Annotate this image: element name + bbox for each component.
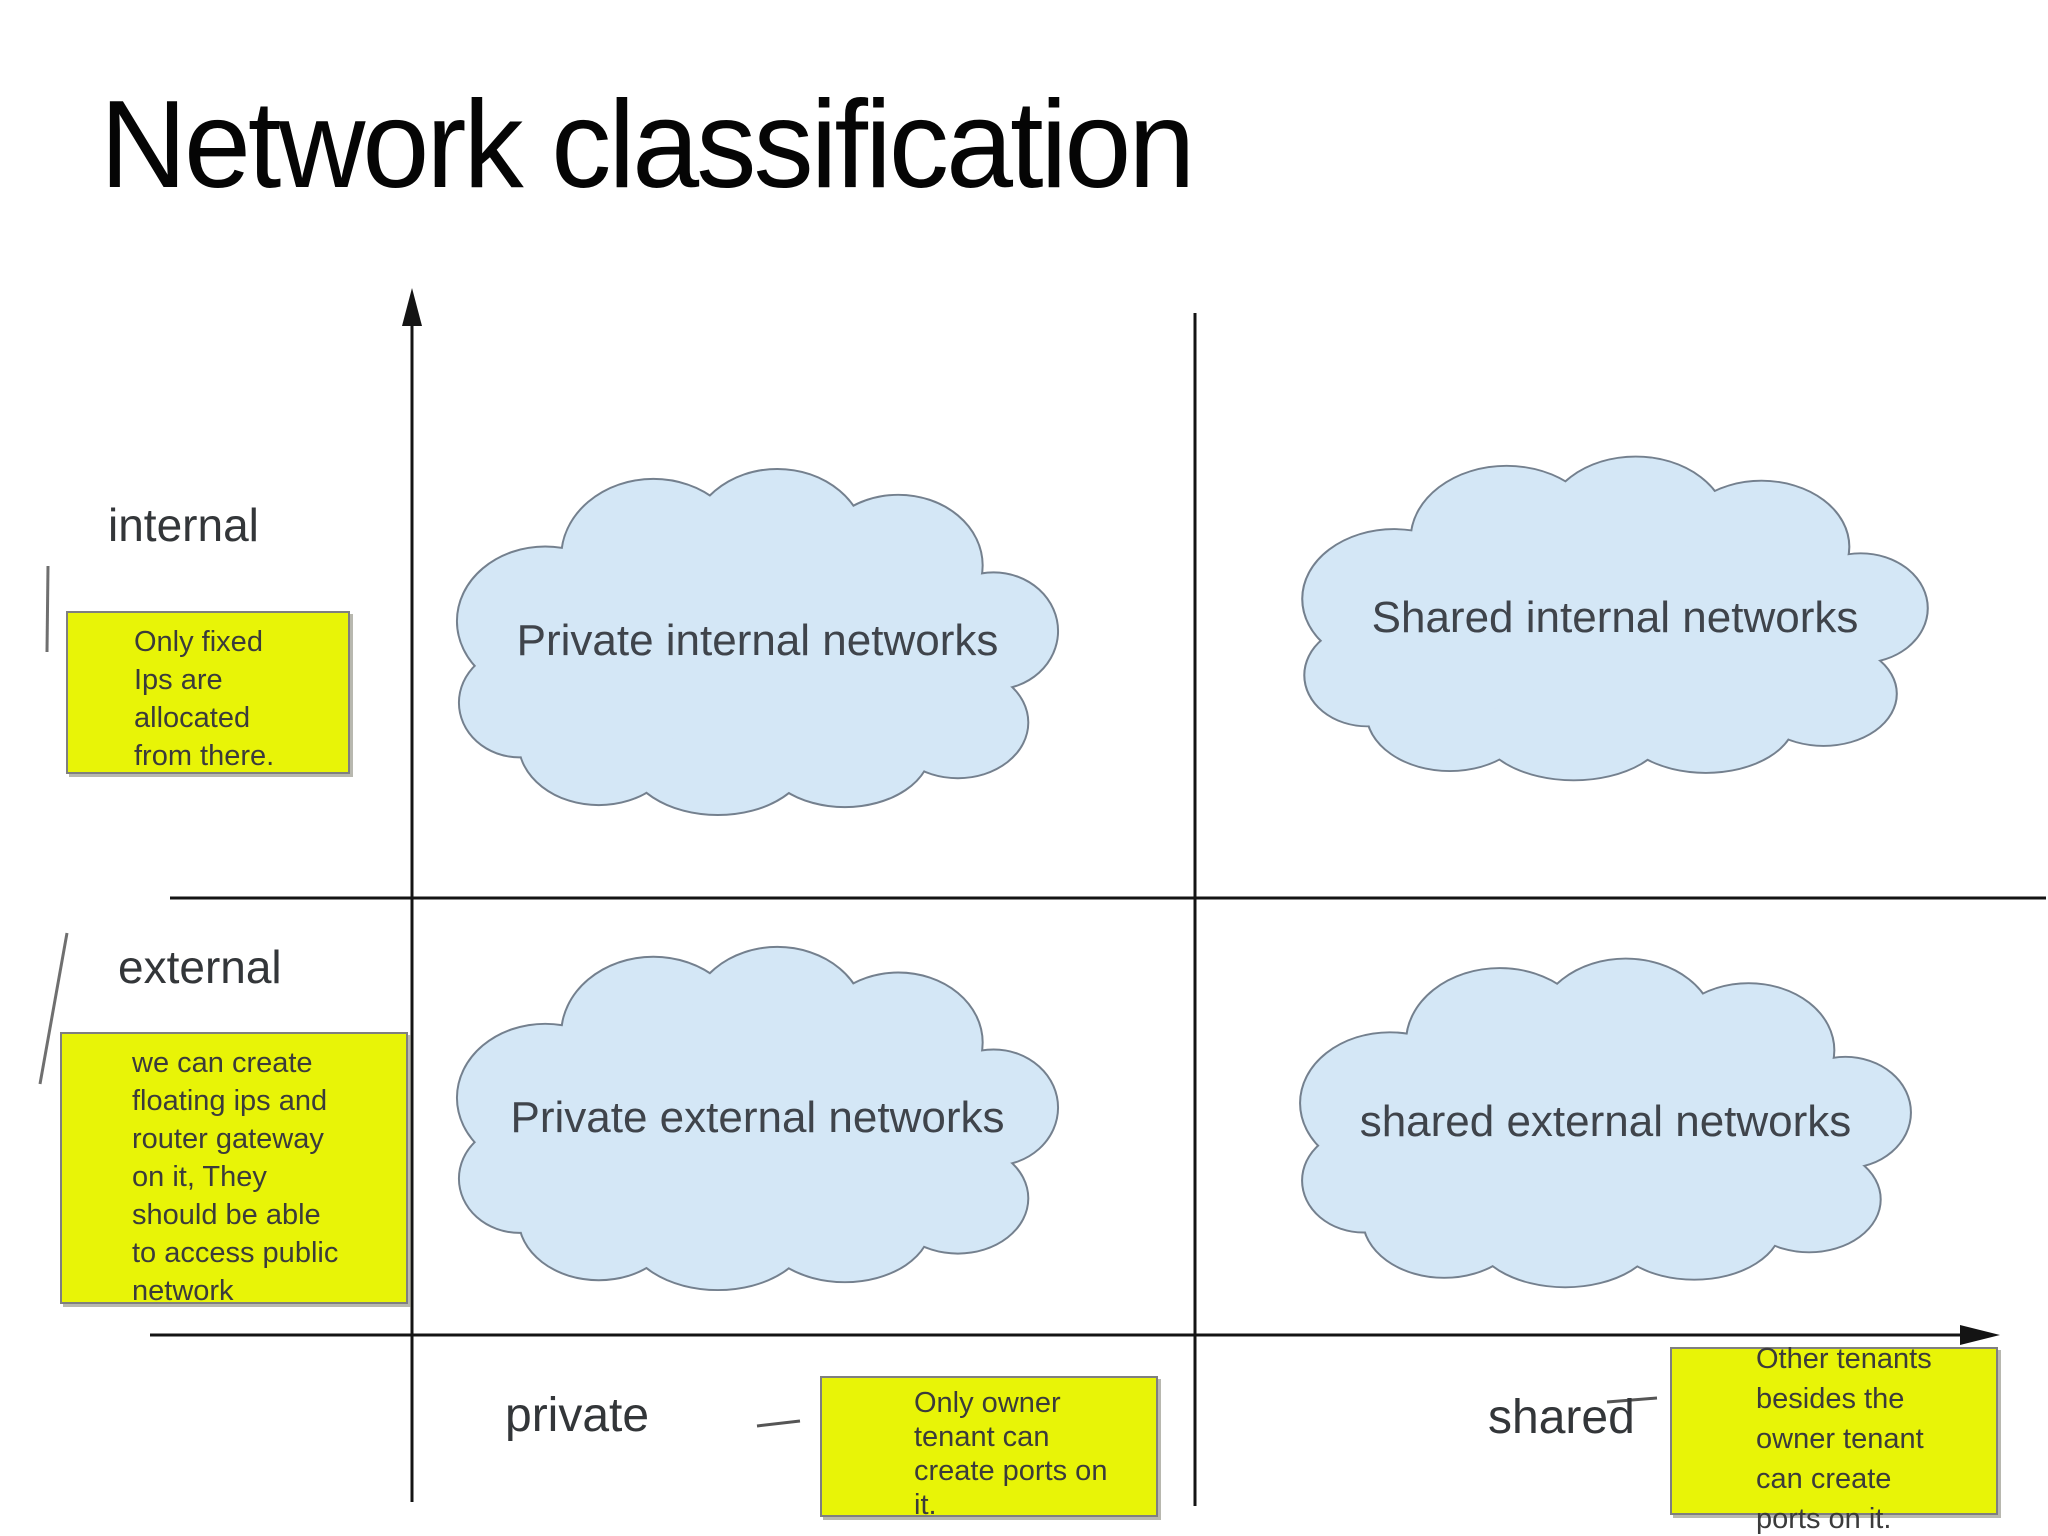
dash-private — [756, 1419, 801, 1428]
cloud-private-internal: Private internal networks — [450, 462, 1065, 820]
x-axis-label-shared: shared — [1488, 1391, 1635, 1444]
note-floating-ips: we can create floating ips and router ga… — [60, 1032, 408, 1307]
cloud-shape — [1301, 455, 1929, 782]
cloud-label: Private internal networks — [516, 616, 999, 665]
cloud-shape — [455, 945, 1060, 1292]
page-title: Network classification — [100, 76, 1195, 214]
note-owner-tenant: Only owner tenant can create ports on it… — [820, 1376, 1158, 1521]
y-axis-label-internal: internal — [108, 499, 259, 551]
x-axis-label-private: private — [505, 1389, 650, 1442]
note-text: Other tenants besides the owner tenant c… — [1756, 1343, 1932, 1535]
cloud-label: Private external networks — [510, 1092, 1005, 1142]
cloud-shape — [1299, 957, 1912, 1289]
y-axis-arrowhead — [402, 288, 422, 326]
y-axis-label-external: external — [118, 941, 282, 993]
note-text: Only fixed Ips are allocated from there. — [134, 626, 275, 772]
note-text: Only owner tenant can create ports on it… — [914, 1387, 1108, 1521]
note-other-tenants: Other tenants besides the owner tenant c… — [1670, 1343, 1998, 1535]
cloud-shared-internal: Shared internal networks — [1295, 450, 1935, 785]
cloud-label: Shared internal networks — [1371, 592, 1859, 642]
cloud-label: shared external networks — [1359, 1097, 1852, 1146]
cloud-shape — [455, 467, 1060, 817]
tick-stroke-internal — [45, 565, 50, 653]
cloud-shared-external: shared external networks — [1293, 952, 1918, 1292]
cloud-private-external: Private external networks — [450, 940, 1065, 1295]
note-fixed-ips: Only fixed Ips are allocated from there. — [66, 611, 350, 774]
note-text: we can create floating ips and router ga… — [132, 1047, 339, 1307]
